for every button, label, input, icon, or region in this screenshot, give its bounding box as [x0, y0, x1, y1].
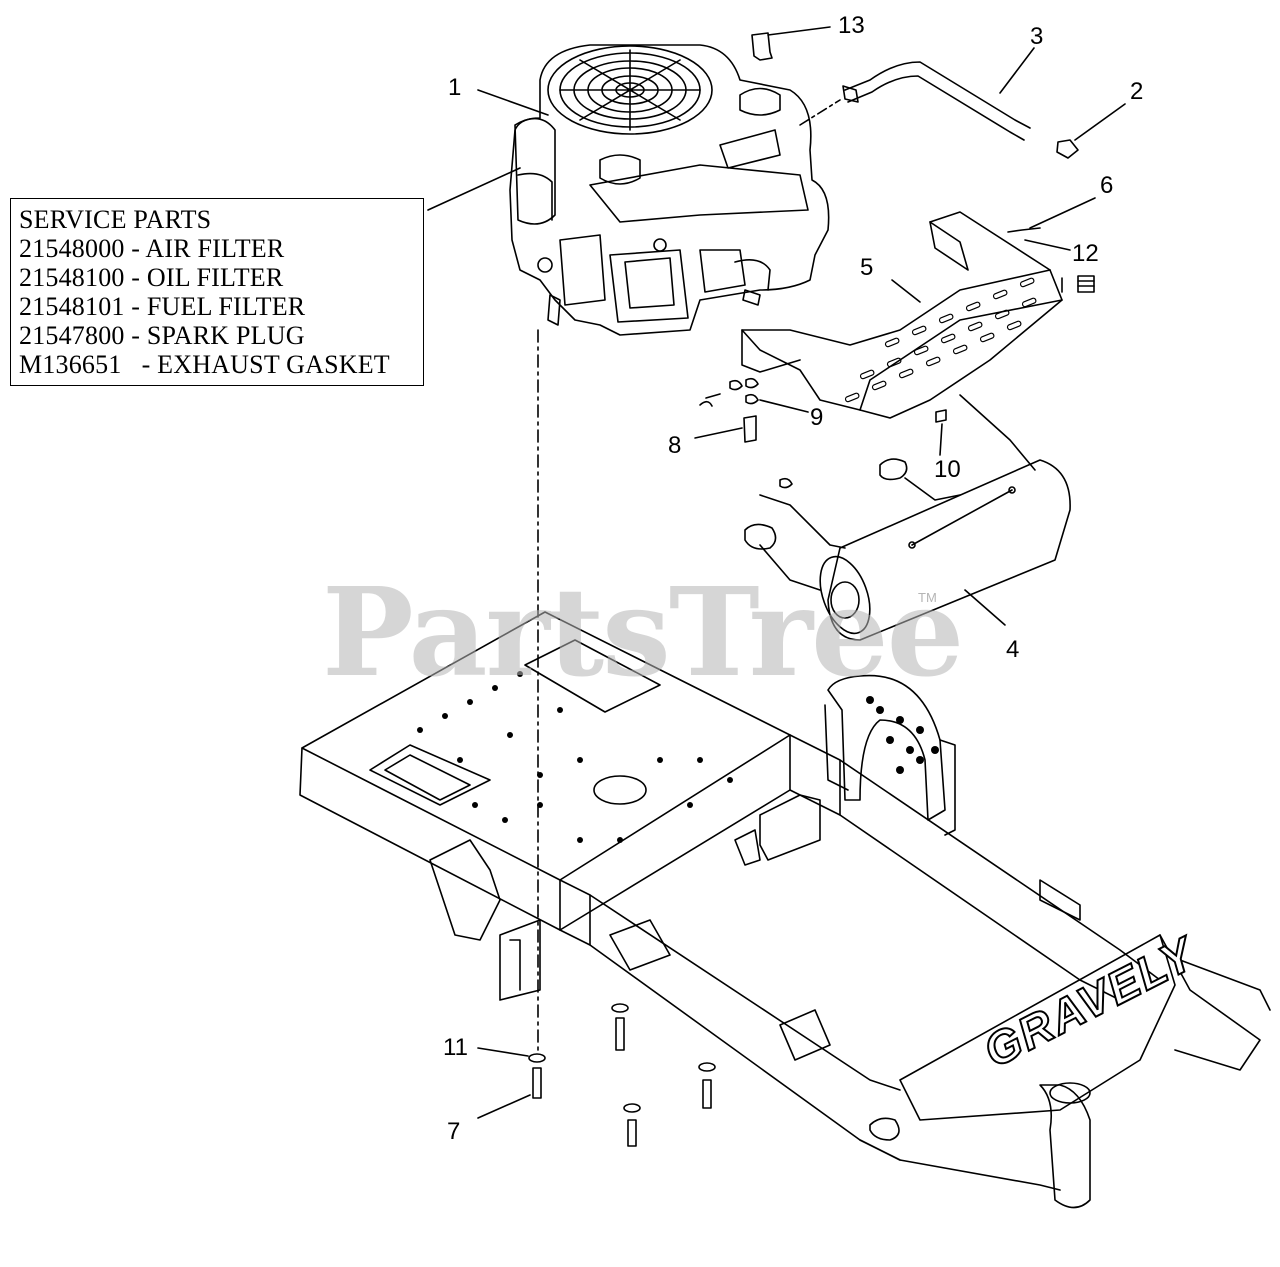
- engine: [509, 44, 830, 336]
- callout-12: 12: [1072, 240, 1099, 267]
- service-part-item: M136651 - EXHAUST GASKET: [19, 350, 390, 379]
- callout-3: 3: [1030, 23, 1044, 50]
- callout-13: 13: [838, 12, 865, 39]
- chassis-frame: [299, 611, 1271, 1209]
- service-part-item: 21548000 - AIR FILTER: [19, 234, 285, 263]
- service-part-item: 21547800 - SPARK PLUG: [19, 321, 305, 350]
- callout-8: 8: [668, 432, 682, 459]
- service-part-item: 21548101 - FUEL FILTER: [19, 292, 306, 321]
- heat-shield: [741, 211, 1063, 419]
- callout-2: 2: [1130, 78, 1144, 105]
- callout-1: 1: [448, 74, 462, 101]
- callout-7: 7: [447, 1118, 461, 1145]
- callout-10: 10: [934, 456, 961, 483]
- callout-11: 11: [443, 1034, 468, 1061]
- watermark-trademark: TM: [918, 590, 937, 605]
- callout-9: 9: [810, 404, 824, 431]
- muffler: [744, 394, 1071, 641]
- service-parts-heading: SERVICE PARTS: [19, 205, 212, 234]
- callout-5: 5: [860, 254, 874, 281]
- callout-6: 6: [1100, 172, 1114, 199]
- service-part-item: 21548100 - OIL FILTER: [19, 263, 284, 292]
- callout-4: 4: [1006, 636, 1020, 663]
- watermark: PartsTree: [322, 560, 964, 704]
- service-parts-box: SERVICE PARTS 21548000 - AIR FILTER 2154…: [10, 198, 424, 386]
